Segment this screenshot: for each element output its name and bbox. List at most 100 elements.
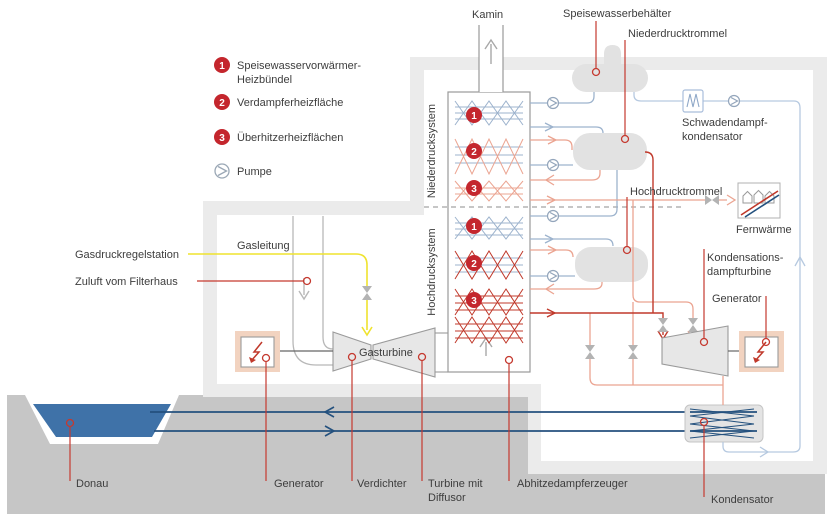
marker-icon (699, 337, 709, 347)
label-donau: Donau (76, 478, 108, 490)
labels: Kamin Speisewasserbehälter Niederdrucktr… (75, 8, 792, 506)
legend: 1 2 3 Speisewasservorwärmer- Heizbündel … (214, 57, 361, 179)
steam-turbine-body (661, 325, 729, 377)
label-gasleitung: Gasleitung (237, 240, 290, 252)
hp-main-steam (530, 312, 664, 335)
blue-pipes (530, 92, 618, 277)
condensate-return (703, 100, 801, 453)
bypass-1 (589, 313, 723, 386)
feedwater-tank-dome (604, 45, 621, 66)
marker-icon (504, 355, 514, 365)
valve-icon (585, 345, 595, 359)
lightning-arrowhead (249, 357, 256, 363)
arrow-icon (546, 308, 557, 318)
heat-exchanger-icon (682, 89, 704, 113)
marker-icon (620, 134, 630, 144)
marker-icon (347, 352, 357, 362)
label-gasdruckregelstation: Gasdruckregelstation (75, 249, 179, 261)
arrow-icon (547, 135, 558, 145)
label-kondensator: Kondensator (711, 494, 774, 506)
vapor-condenser (682, 89, 704, 113)
valve-icon (688, 318, 698, 332)
cooling-left-arrow-icon (323, 406, 335, 418)
badge-icon (214, 94, 230, 110)
pump-icon (727, 94, 741, 108)
nd-feed-to-tank (530, 92, 595, 104)
label-speisewasserbehaelter: Speisewasserbehälter (563, 8, 672, 20)
label-abhitzedampferzeuger: Abhitzedampferzeuger (517, 478, 628, 490)
valves (362, 195, 719, 359)
legend-item-label: Überhitzerheizflächen (237, 132, 343, 144)
coil-badges: 1 2 3 1 2 3 (466, 107, 482, 308)
tank-to-hx (633, 92, 683, 102)
hp-steam-pipes (530, 151, 669, 341)
chimney-up-arrow-icon (484, 38, 498, 64)
valve-icon (705, 195, 719, 205)
badge-number: 1 (471, 222, 477, 233)
label-kamin: Kamin (472, 9, 503, 21)
gas-pipe (188, 253, 368, 330)
marker-icon (417, 352, 427, 362)
badge-number: 3 (471, 184, 477, 195)
coil-hd3 (454, 288, 524, 344)
badge-icon (214, 129, 230, 145)
badge-icon (466, 107, 482, 123)
badge-icon (466, 255, 482, 271)
vessels (572, 45, 648, 282)
lightning-arrowhead (753, 357, 760, 363)
condensate-loop (633, 92, 806, 458)
marker-icon (591, 67, 601, 77)
legend-badge-number: 2 (219, 98, 225, 109)
building-walls (203, 57, 827, 474)
arrow-icon (544, 283, 555, 295)
pump-icon (546, 158, 560, 172)
label-turbine-mit-2: Diffusor (428, 492, 466, 504)
label-verdichter: Verdichter (357, 478, 407, 490)
lightning-icon (754, 341, 767, 362)
pumps (546, 94, 741, 283)
label-fernwaerme: Fernwärme (736, 224, 792, 236)
legend-item-label: Heizbündel (237, 74, 292, 86)
valve-icon (362, 286, 372, 300)
arrow-up-icon (794, 255, 806, 267)
badge-icon (466, 180, 482, 196)
nd-drum-return (530, 170, 601, 181)
gas-down-arrow-icon (361, 326, 373, 337)
legend-badge-number: 1 (219, 61, 225, 72)
badge-icon (466, 143, 482, 159)
heat-supply-line (740, 190, 779, 216)
legend-pump-label: Pumpe (237, 166, 272, 178)
machines (235, 325, 784, 378)
legend-item-label: Speisewasservorwärmer- (237, 60, 361, 72)
generator-left-box (235, 331, 280, 372)
arrow-right-icon (759, 446, 770, 458)
badge-number: 2 (471, 147, 477, 158)
label-zuluft: Zuluft vom Filterhaus (75, 276, 178, 288)
pump-icon (546, 209, 560, 223)
hx-zigzag (686, 93, 700, 108)
label-kondensationsdampfturbine-1: Kondensations- (707, 252, 784, 264)
pump-icon (546, 269, 560, 283)
marker-icon (302, 276, 312, 286)
marker-icon (699, 417, 709, 427)
compressor (332, 331, 372, 372)
hd-steam-to-drum (530, 238, 614, 247)
label-hochdrucktrommel: Hochdrucktrommel (630, 186, 722, 198)
gas-turbine-body (372, 327, 436, 378)
hd2-to-drum (530, 249, 574, 258)
coil-hd2 (454, 250, 524, 280)
label-niederdrucktrommel: Niederdrucktrommel (628, 28, 727, 40)
valve-icon (628, 345, 638, 359)
marker-icon (261, 353, 271, 363)
label-generator-left: Generator (274, 478, 324, 490)
label-schwadendampf-1: Schwadendampf- (682, 117, 768, 129)
pump-icon (214, 163, 230, 179)
arrow-icon (544, 234, 555, 244)
label-hochdrucksystem: Hochdrucksystem (426, 228, 438, 315)
heat-return-line (744, 194, 780, 218)
label-schwadendampf-2: kondensator (682, 131, 743, 143)
badge-number: 3 (471, 296, 477, 307)
river-water (33, 404, 171, 437)
